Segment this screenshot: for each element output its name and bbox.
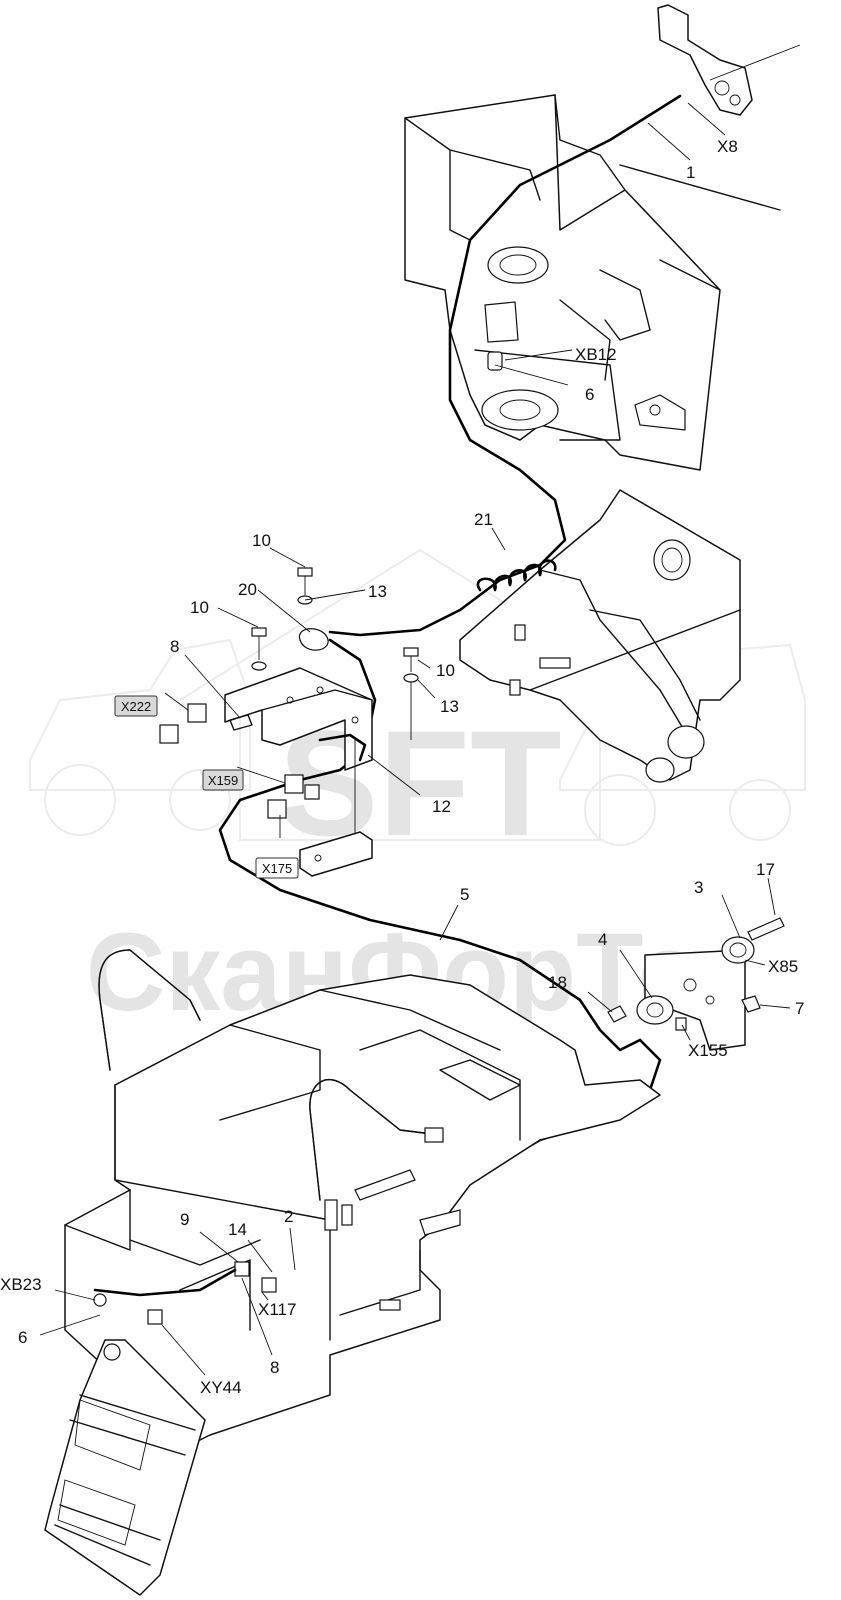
- callout-xb12: XB12: [575, 345, 617, 364]
- boxed-label-x222-text: X222: [121, 699, 151, 714]
- callout-xb23: XB23: [0, 1275, 42, 1294]
- callout-20: 20: [238, 580, 257, 599]
- callout-1: 1: [686, 163, 695, 182]
- callout-5: 5: [460, 885, 469, 904]
- callout-6-bottom: 6: [18, 1328, 27, 1347]
- callout-4: 4: [598, 930, 607, 949]
- callout-10-top: 10: [252, 531, 271, 550]
- leader-lines: [39, 102, 791, 1376]
- callout-10-right: 10: [436, 661, 455, 680]
- connector-x222-b: [159, 724, 179, 744]
- connector-near-9: [234, 1261, 250, 1277]
- callout-2: 2: [284, 1207, 293, 1226]
- rear-frame: [64, 949, 661, 1446]
- sensor-assembly: [607, 917, 785, 1051]
- boxed-label-x222: X222: [114, 695, 158, 717]
- callout-x85: X85: [768, 957, 798, 976]
- callout-18: 18: [548, 973, 567, 992]
- callout-14: 14: [228, 1220, 247, 1239]
- connector-x222-a: [187, 703, 207, 723]
- boxed-label-x159-text: X159: [208, 773, 238, 788]
- watermark-tractor-left: [29, 638, 251, 836]
- boxed-label-x175: X175: [255, 857, 299, 879]
- connector-xy44: [147, 1309, 163, 1325]
- bolt-10-right: [354, 647, 419, 835]
- connector-x159-b: [304, 784, 320, 800]
- callout-labels: X8 1 XB12 6 21 10 20 13 10 8 10 13 12 5 …: [0, 137, 804, 1397]
- loader-boom: [404, 94, 781, 471]
- callout-x8: X8: [717, 137, 738, 156]
- connector-x175: [267, 799, 287, 819]
- boxed-label-x159: X159: [202, 769, 244, 791]
- callout-9: 9: [180, 1210, 189, 1229]
- callout-10-left: 10: [190, 598, 209, 617]
- callout-21: 21: [474, 510, 493, 529]
- rear-cable: [93, 1268, 237, 1297]
- bolt-10-top: [297, 567, 313, 605]
- connector-x117: [261, 1277, 277, 1293]
- callout-17: 17: [756, 860, 775, 879]
- front-frame: [459, 489, 741, 783]
- callout-13-right: 13: [440, 697, 459, 716]
- callout-7: 7: [795, 999, 804, 1018]
- callout-8-top: 8: [170, 637, 179, 656]
- callout-xy44: XY44: [200, 1378, 242, 1397]
- bolt-10-left: [251, 627, 267, 671]
- bracket-12: [224, 628, 373, 771]
- callout-13-top: 13: [368, 582, 387, 601]
- connector-x159-a: [284, 774, 304, 794]
- callout-x117: X117: [258, 1300, 296, 1319]
- entry-ladder: [44, 1339, 206, 1596]
- sensor-xb23: [93, 1293, 107, 1307]
- boxed-label-x175-text: X175: [262, 861, 292, 876]
- harness-coil: [476, 559, 557, 592]
- callout-3: 3: [694, 878, 703, 897]
- callout-x155: X155: [688, 1041, 728, 1060]
- callout-8-bottom: 8: [270, 1358, 279, 1377]
- mounting-block: [299, 831, 373, 877]
- top-bracket: [657, 4, 801, 116]
- callout-6-top: 6: [585, 385, 594, 404]
- callout-12: 12: [432, 797, 451, 816]
